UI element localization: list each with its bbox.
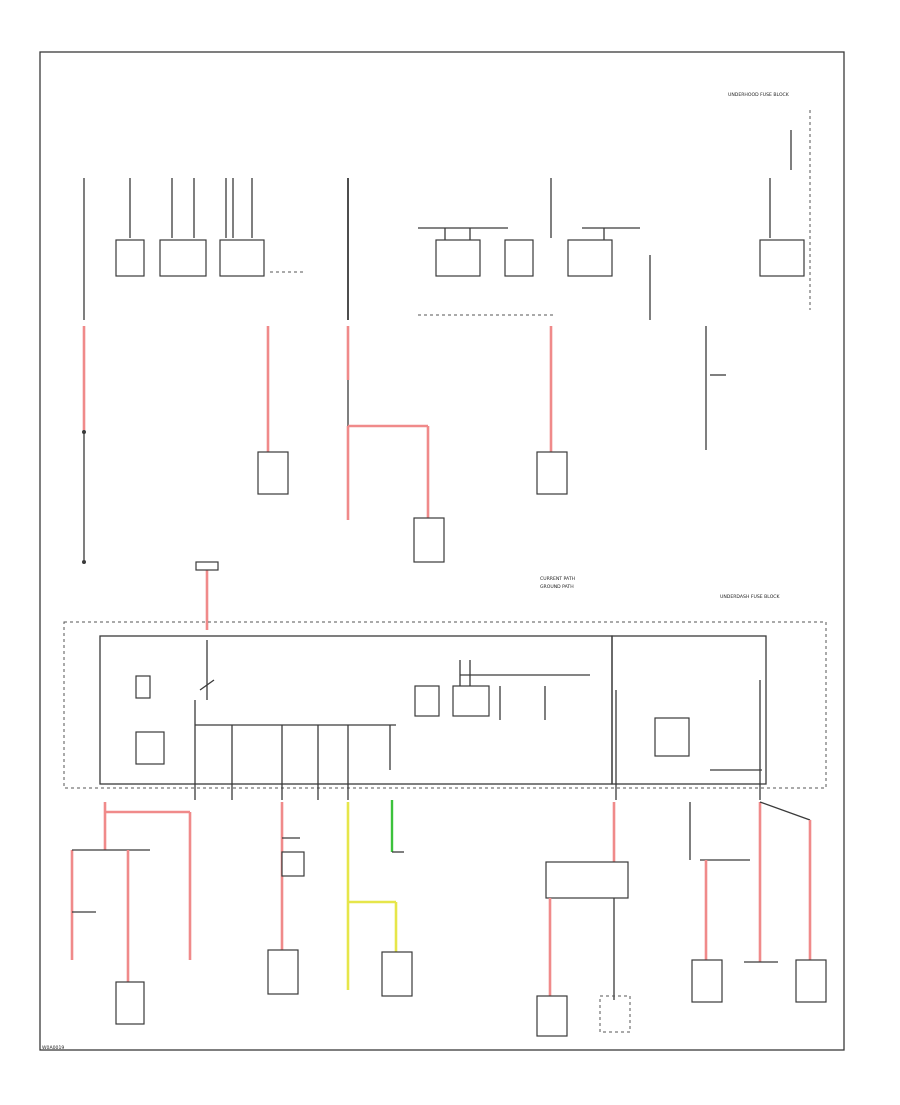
top-right-group-label: UNDERHOOD FUSE BLOCK [728, 92, 790, 98]
diagram-frame [39, 51, 845, 1051]
legend-ground-path: GROUND PATH [540, 584, 574, 590]
frame-corner-code: W0A0019 [42, 1045, 64, 1051]
upper-power-circuits [82, 326, 726, 564]
top-fuse-feeds [83, 130, 792, 320]
fuse-block-label: UNDERDASH FUSE BLOCK [720, 594, 781, 600]
top-relay-boxes [115, 239, 805, 277]
legend-current-path: CURRENT PATH [540, 576, 575, 582]
underdash-fuse-block: UNDERDASH FUSE BLOCK [63, 594, 827, 800]
lower-power-circuits [70, 800, 827, 1037]
